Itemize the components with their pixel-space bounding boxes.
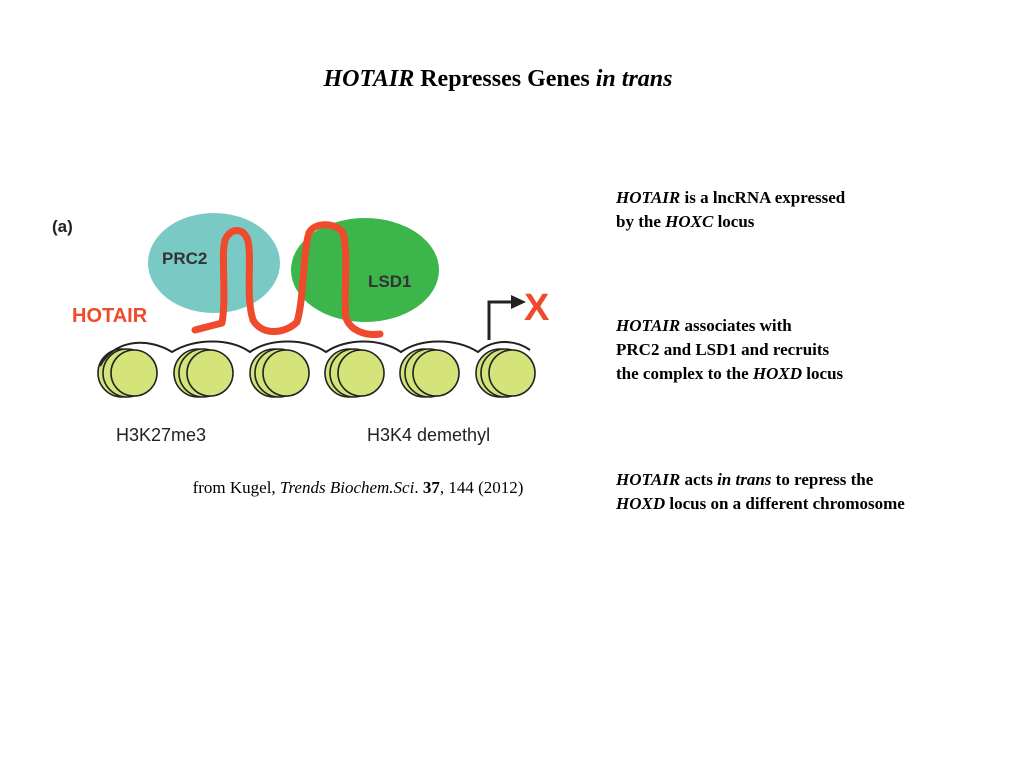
bullet-trans-repression: HOTAIR acts in trans to repress the HOXD… [616,470,905,513]
h3k27me3-label: H3K27me3 [116,425,206,445]
nucleosome [173,348,234,398]
transcription-start-arrow [487,300,512,340]
slide-title: HOTAIR Represses Genes in trans [323,66,673,92]
arrow-head-icon [511,295,526,309]
hotair-rna [191,221,384,338]
bullet-prc2-lsd1-association: HOTAIR associates with PRC2 and LSD1 and… [616,316,844,383]
prc2-label: PRC2 [162,249,207,268]
repressed-x-mark: X [524,287,550,329]
h3k4-demethyl-label: H3K4 demethyl [367,425,490,445]
lsd1-complex [291,218,439,322]
dna-strand [99,340,531,367]
lsd1-label: LSD1 [368,272,411,291]
nucleosome [399,348,460,398]
nucleosome [475,348,536,398]
nucleosome [324,348,385,398]
nucleosome [249,348,310,398]
bullet-hoxc-expression: HOTAIR is a lncRNA expressed by the HOXC… [616,188,846,231]
hotair-label: HOTAIR [72,305,148,327]
panel-label: (a) [52,217,73,236]
citation: from Kugel, Trends Biochem.Sci. 37, 144 … [192,478,524,497]
nucleosome [97,348,158,398]
nucleosome-array [97,348,536,398]
